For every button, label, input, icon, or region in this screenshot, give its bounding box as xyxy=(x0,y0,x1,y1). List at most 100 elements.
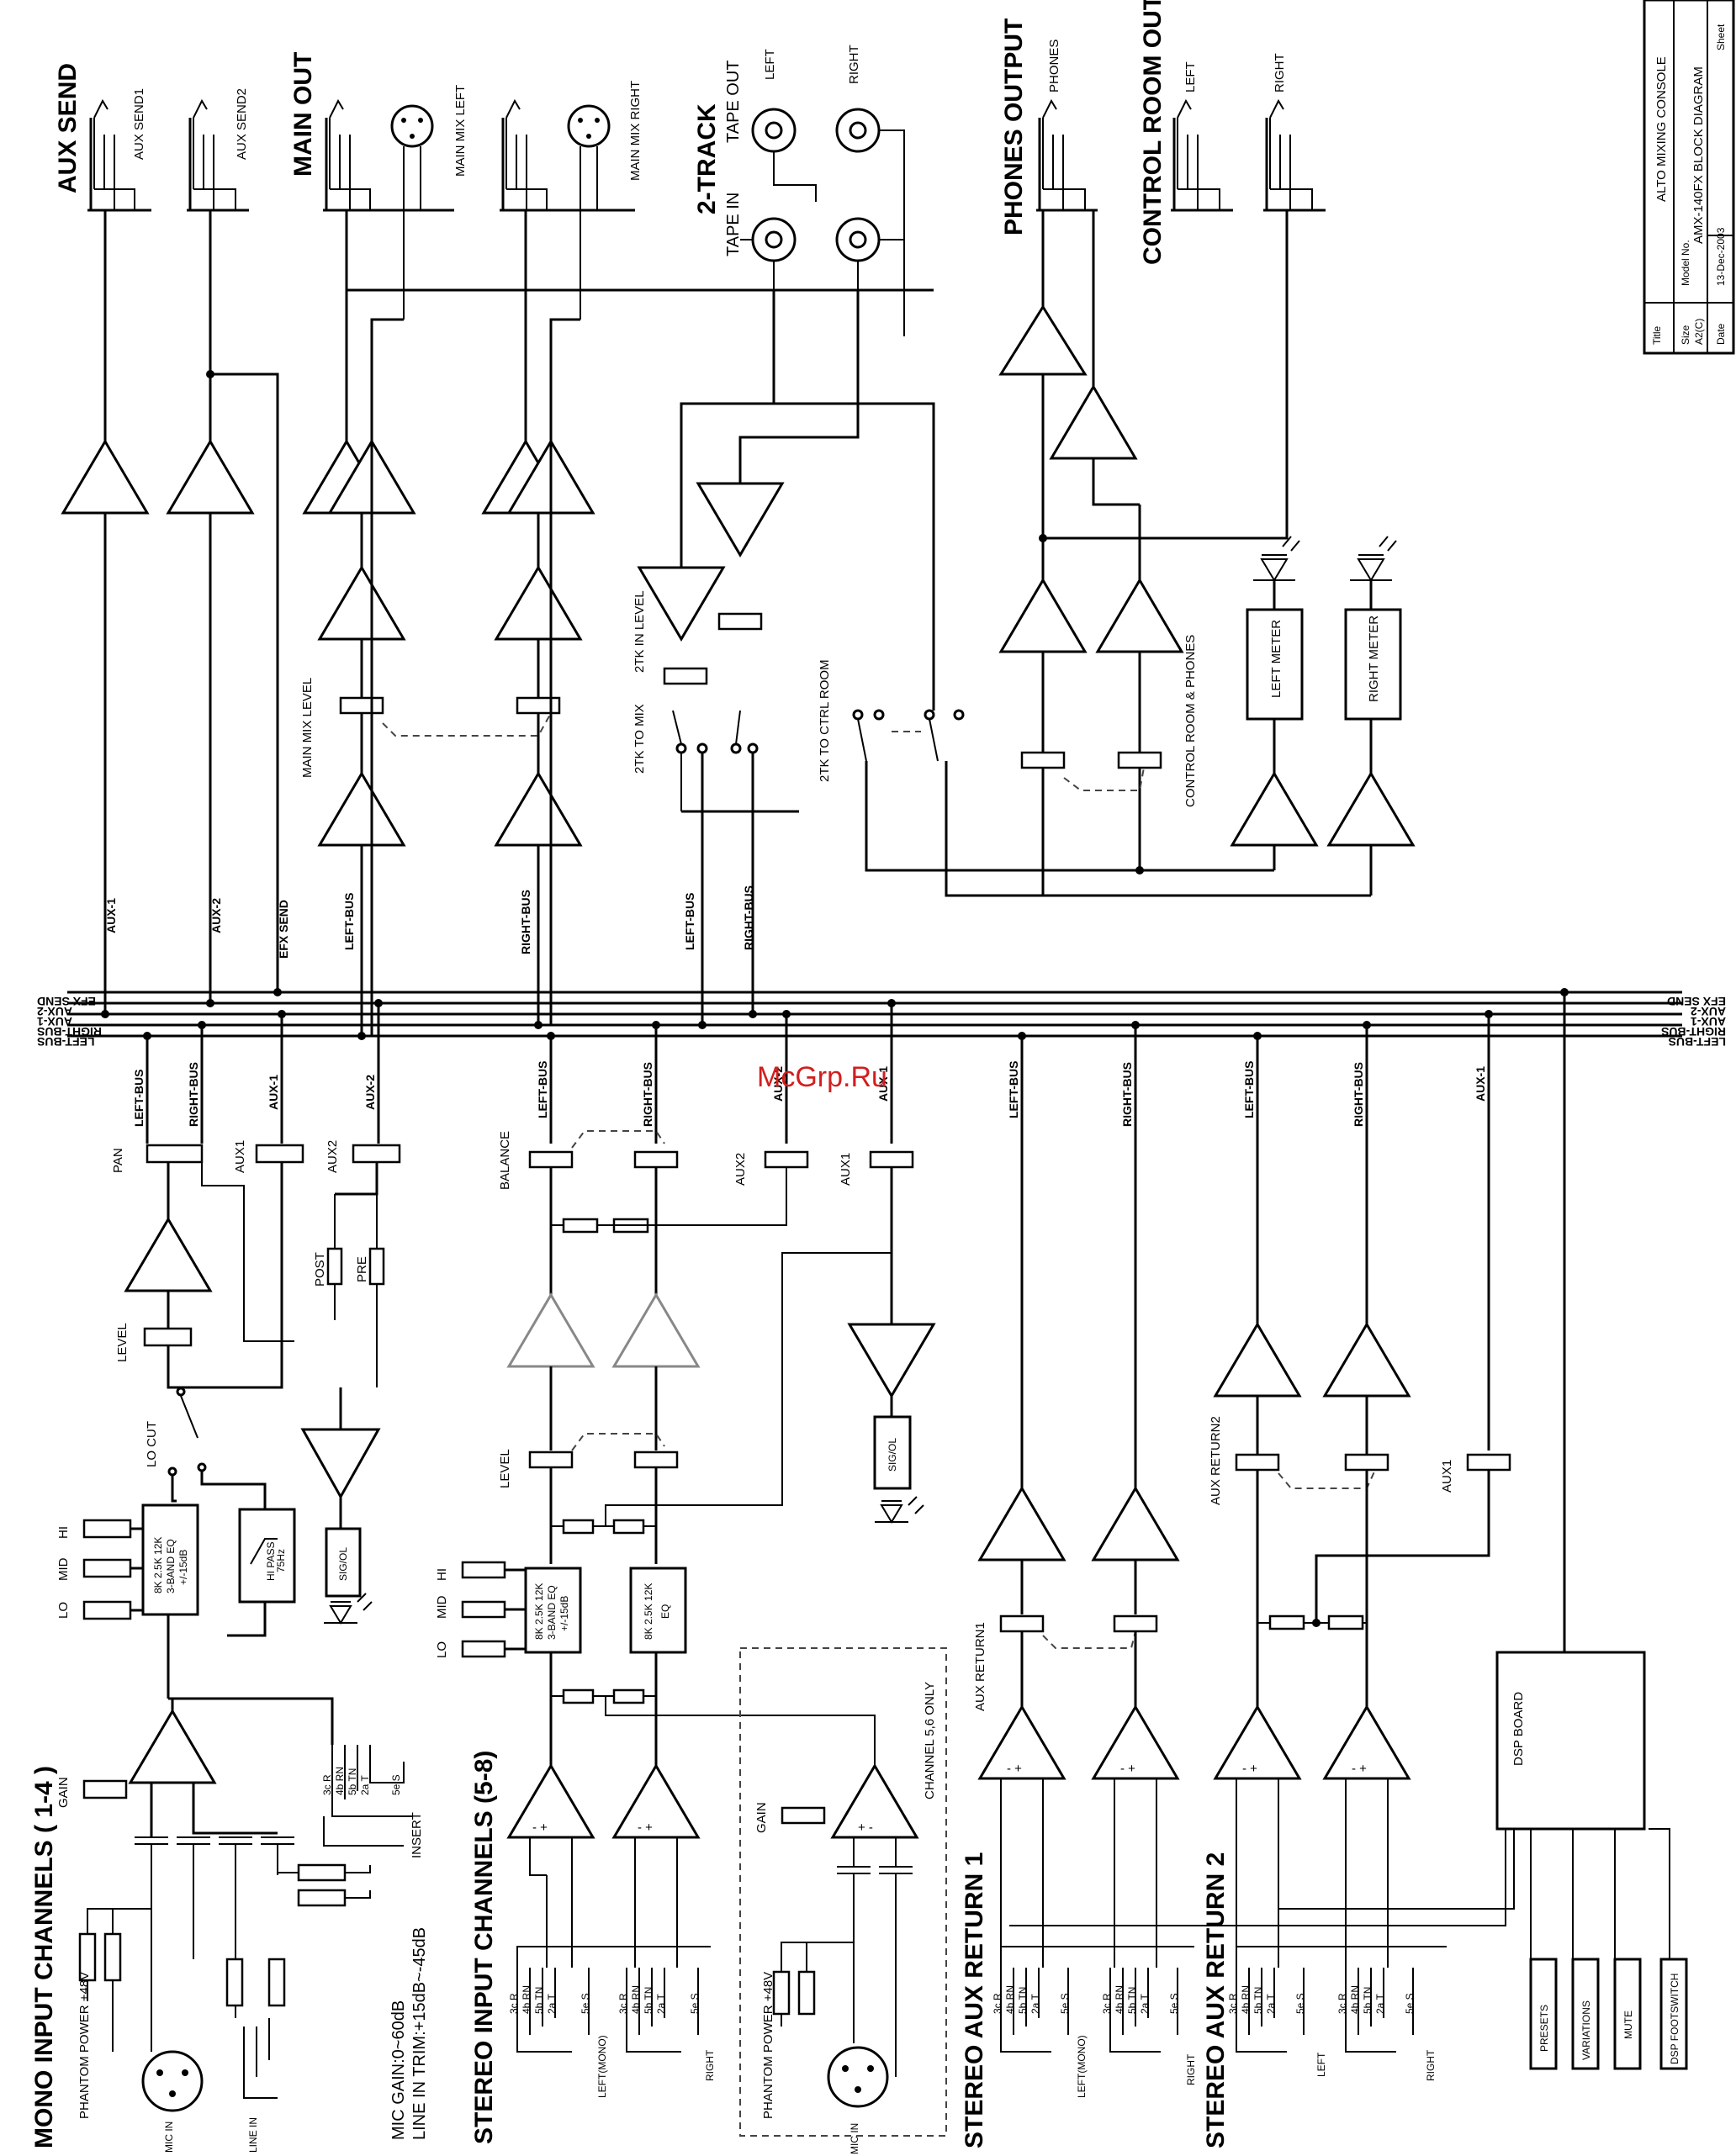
label-phones: PHONES xyxy=(1047,40,1061,92)
pin-st-l-rn: 4b RN xyxy=(521,1985,532,2014)
ret2-aux1-pot xyxy=(1466,1453,1511,1472)
channel-56-only-frame xyxy=(739,1647,947,2137)
bus-label-right-left: RIGHT-BUS xyxy=(37,1025,102,1038)
pin-r2-l-tn: 5b TN xyxy=(1252,1987,1264,2014)
aux1-send-amp xyxy=(61,439,150,515)
tap-right-bus-main: RIGHT-BUS xyxy=(519,890,532,954)
pin-st-l-ring: 3c R xyxy=(508,1993,520,2014)
opamp-sign-r: - + xyxy=(638,1820,653,1835)
pin-r2-r-tn: 5b TN xyxy=(1362,1987,1373,2014)
tap-ret1-right-bus: RIGHT-BUS xyxy=(1120,1062,1134,1127)
tap-mono-aux1: AUX-1 xyxy=(267,1075,280,1110)
main-left-master-amp xyxy=(317,565,406,641)
mono-pan-pot xyxy=(146,1144,204,1164)
tap-ret2-right-bus: RIGHT-BUS xyxy=(1352,1062,1365,1127)
label-ctrl-right: RIGHT xyxy=(1273,53,1287,92)
bus-label-efx-right: EFX SEND xyxy=(1667,995,1726,1008)
stereo-balance-pot-left xyxy=(528,1150,574,1169)
label-mono-eq-range: +/-15dB xyxy=(177,1550,189,1585)
rca-tape-out-right: RIGHT xyxy=(835,45,905,336)
pin-r2-l-ring: 3c R xyxy=(1227,1993,1239,2014)
stereo-level-pot-left xyxy=(528,1451,574,1469)
ret2-left-amp xyxy=(1213,1322,1302,1398)
2tk-left-amp xyxy=(637,566,726,642)
label-mono-hi: HI xyxy=(56,1526,71,1539)
bus-label-aux1-right: AUX-1 xyxy=(1691,1015,1726,1028)
mono-level-pot xyxy=(143,1327,193,1347)
pin-r2-l-rn: 4b RN xyxy=(1240,1985,1252,2014)
dsp-board-box xyxy=(1495,1651,1646,1831)
phones-amp xyxy=(998,304,1088,376)
jack-phones: PHONES xyxy=(1036,40,1098,212)
ctrl-left-amp xyxy=(1049,384,1138,460)
pin-st-r-rn: 4b RN xyxy=(630,1985,642,2014)
dsp-footswitch-box xyxy=(1659,1958,1688,2070)
pin-r1-r-rn: 4b RN xyxy=(1114,1985,1125,2014)
stereo-right-input-opamp xyxy=(611,1763,701,1839)
opamp-sign-ch56: + - xyxy=(858,1820,873,1835)
label-ctrl-left: LEFT xyxy=(1183,61,1198,92)
pin-r2-l-sleeve: 5e S xyxy=(1294,1993,1306,2014)
label-mute: MUTE xyxy=(1622,2011,1634,2039)
label-line-in: LINE IN xyxy=(247,2117,259,2153)
led-right-meter xyxy=(1350,536,1397,610)
stereo-aux2-pot xyxy=(764,1150,809,1169)
rca-tape-out-left: LEFT xyxy=(751,49,817,202)
mono-aux2-pot xyxy=(352,1144,401,1164)
ret2-sum-res-2 xyxy=(1327,1614,1364,1630)
rca-tape-in-right xyxy=(835,217,904,291)
label-2tk-to-mix: 2TK TO MIX xyxy=(632,704,647,774)
dsp-mute-box xyxy=(1613,1958,1642,2070)
stereo-right-fader-amp xyxy=(611,1292,701,1368)
ctrl-room-right-sum-amp xyxy=(1095,578,1184,653)
stereo-eq-box-right xyxy=(629,1567,687,1654)
label-stereo-eq-freqs-l: 8K 2.5K 12K xyxy=(533,1583,545,1640)
label-ret1-right: RIGHT xyxy=(1185,2053,1197,2085)
ch56-xlr-mic-in xyxy=(827,2046,889,2108)
title-mono-inputs: MONO INPUT CHANNELS ( 1-4 ) xyxy=(30,1766,58,2148)
label-2tk-to-ctrl-room: 2TK TO CTRL ROOM xyxy=(818,659,832,782)
pin-st-l-sleeve: 5e S xyxy=(580,1993,591,2014)
label-ch56-gain: GAIN xyxy=(754,1802,769,1833)
label-stereo-eq-range-l: +/-15dB xyxy=(558,1596,570,1631)
pin-r1-r-tn: 5b TN xyxy=(1126,1987,1138,2014)
main-right-master-amp xyxy=(494,565,583,641)
jack-aux-send1: AUX SEND1 xyxy=(87,88,151,212)
tap-mono-left-bus: LEFT-BUS xyxy=(132,1070,146,1127)
main-mix-level-left xyxy=(339,696,384,715)
pin-r1-l-tip: 2a T xyxy=(1029,1994,1041,2014)
tap-ret1-left-bus: LEFT-BUS xyxy=(1007,1061,1020,1118)
pin-st-r-sleeve: 5e S xyxy=(689,1993,701,2014)
pin-r1-r-ring: 3c R xyxy=(1101,1993,1113,2014)
dsp-presets-box xyxy=(1529,1958,1558,2070)
title-label: Title xyxy=(1651,325,1663,345)
ret2-jack-right: 3c R 4b RN 5b TN 2a T 5e S RIGHT xyxy=(1336,1968,1437,2081)
opamp-sign-ret1r: - + xyxy=(1120,1762,1135,1776)
label-stereo-left-mono: LEFT(MONO) xyxy=(596,2035,608,2098)
label-tape-out-right: RIGHT xyxy=(847,45,861,84)
label-mono-mid: MID xyxy=(56,1557,71,1581)
ret1-right-amp xyxy=(1091,1486,1180,1562)
label-ch56-mic-in: MIC IN xyxy=(849,2123,860,2154)
title-control-room-output: CONTROL ROOM OUTPUT xyxy=(1139,0,1167,265)
tap-stereo-aux2: AUX-2 xyxy=(771,1066,785,1102)
bus-label-left-right: LEFT-BUS xyxy=(1669,1035,1726,1049)
tap-stereo-left-bus: LEFT-BUS xyxy=(536,1061,549,1118)
label-ctrl-room-phones: CONTROL ROOM & PHONES xyxy=(1183,635,1198,807)
jack-aux-send2: AUX SEND2 xyxy=(187,88,249,212)
title-value: ALTO MIXING CONSOLE xyxy=(1654,56,1669,202)
stereo-sum-res-1 xyxy=(562,1218,599,1234)
jack-ctrl-left: LEFT xyxy=(1171,61,1233,212)
main-mix-level-right xyxy=(516,696,561,715)
label-stereo-aux1: AUX1 xyxy=(839,1153,853,1186)
jack-ctrl-right: RIGHT xyxy=(1263,53,1326,212)
label-stereo-eq-freqs-r: 8K 2.5K 12K xyxy=(643,1583,654,1640)
label-presets: PRESETS xyxy=(1538,2005,1550,2052)
stereo-mid-res-2 xyxy=(612,1519,645,1535)
mono-fader-amp xyxy=(124,1217,213,1292)
pin-r2-r-sleeve: 5e S xyxy=(1404,1993,1416,2014)
opamp-sign-ret2r: - + xyxy=(1352,1762,1367,1776)
label-mono-gain: GAIN xyxy=(56,1777,71,1808)
label-2tk-in-level: 2TK IN LEVEL xyxy=(632,590,647,673)
ret2-right-input-opamp xyxy=(1322,1704,1411,1780)
